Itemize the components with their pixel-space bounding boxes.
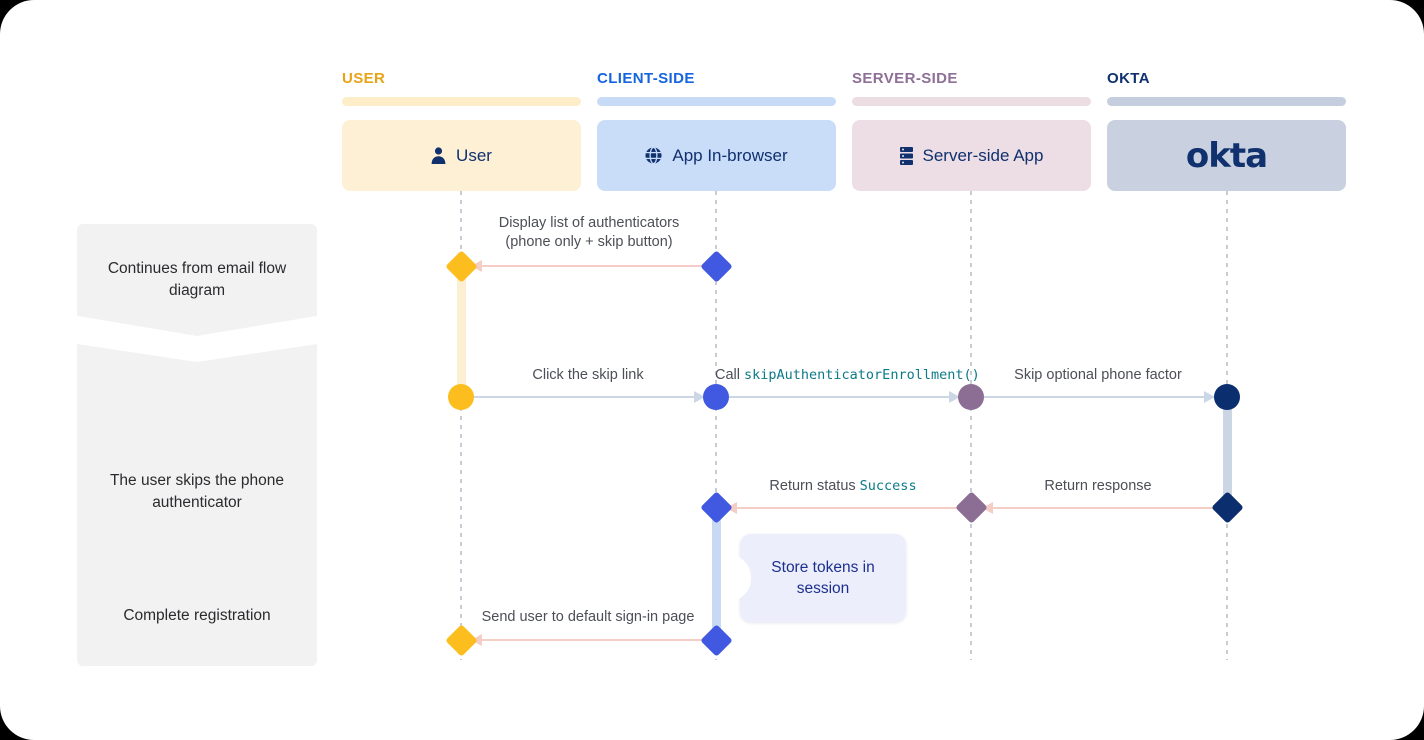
message-label-call-skip-authenticator-enrollment: Call skipAuthenticatorEnrollment() [715, 366, 980, 385]
column-strip-client-side [597, 97, 836, 106]
message-label-display-authenticators: Display list of authenticators (phone on… [498, 215, 680, 250]
note-store-tokens: Store tokens in session [740, 534, 906, 622]
note-line-1: Store tokens in [771, 559, 875, 576]
phase-label-1: Continues from email flow diagram [107, 260, 287, 299]
message-arrow-click-skip-link [474, 391, 705, 403]
person-icon [431, 146, 446, 165]
note-notch [729, 555, 751, 601]
node-diamond-client-2 [700, 491, 733, 524]
node-dot-user [448, 384, 474, 410]
message-arrow-call-skip-authenticator-enrollment [729, 391, 960, 403]
actor-label-client-side: App In-browser [672, 145, 788, 165]
message-label-return-response: Return response [1044, 478, 1152, 494]
column-header-okta: OKTA [1107, 70, 1150, 87]
note-line-2: session [796, 580, 850, 597]
node-dot-server [958, 384, 984, 410]
phase-label-3: Complete registration [123, 607, 271, 624]
message-label-return-status-success: Return status Success [715, 477, 971, 496]
actor-box-server-side[interactable]: Server-side App [852, 120, 1091, 191]
node-diamond-user-1 [445, 250, 478, 283]
column-header-server-side: SERVER-SIDE [852, 70, 958, 87]
actor-box-okta[interactable]: okta [1107, 120, 1346, 191]
actor-box-client-side[interactable]: App In-browser [597, 120, 836, 191]
message-arrow-return-status-success [726, 502, 959, 514]
message-arrow-skip-optional-phone-factor [984, 391, 1215, 403]
column-strip-user [342, 97, 581, 106]
server-icon [899, 146, 913, 165]
node-dot-okta [1214, 384, 1240, 410]
globe-icon [645, 147, 662, 164]
message-text-prefix-return: Return status [769, 478, 860, 494]
lifeline-user [460, 191, 462, 660]
node-dot-client [703, 384, 729, 410]
actor-label-user: User [456, 145, 492, 165]
activation-bar-okta [1223, 397, 1232, 509]
actor-box-user[interactable]: User [342, 120, 581, 191]
node-diamond-okta [1211, 491, 1244, 524]
column-header-client-side: CLIENT-SIDE [597, 70, 695, 87]
phase-band-1: Continues from email flow diagram [77, 224, 317, 336]
code-success: Success [859, 478, 917, 494]
message-label-send-user-to-signin: Send user to default sign-in page [481, 609, 695, 625]
column-strip-okta [1107, 97, 1346, 106]
activation-bar-user [457, 266, 466, 398]
message-arrow-return-response [982, 502, 1215, 514]
message-arrow-display-authenticators [471, 260, 704, 272]
phase-band-3: Complete registration [77, 566, 317, 666]
phase-label-2: The user skips the phone authenticator [109, 472, 285, 511]
lifeline-client-side [715, 191, 717, 660]
message-label-skip-optional-phone-factor: Skip optional phone factor [1014, 367, 1182, 383]
lifeline-server-side [970, 191, 972, 660]
node-diamond-server [955, 491, 988, 524]
column-strip-server-side [852, 97, 1091, 106]
message-arrow-send-user-to-signin [471, 634, 704, 646]
node-diamond-user-2 [445, 624, 478, 657]
okta-logo: okta [1185, 135, 1268, 176]
node-diamond-client-3 [700, 624, 733, 657]
activation-bar-client-side [712, 508, 721, 641]
code-skip-authenticator-enrollment: skipAuthenticatorEnrollment() [744, 367, 980, 383]
node-diamond-client-1 [700, 250, 733, 283]
message-label-click-skip-link: Click the skip link [532, 367, 644, 383]
actor-label-server-side: Server-side App [922, 145, 1044, 165]
message-text-prefix: Call [715, 367, 745, 383]
column-header-user: USER [342, 70, 386, 87]
